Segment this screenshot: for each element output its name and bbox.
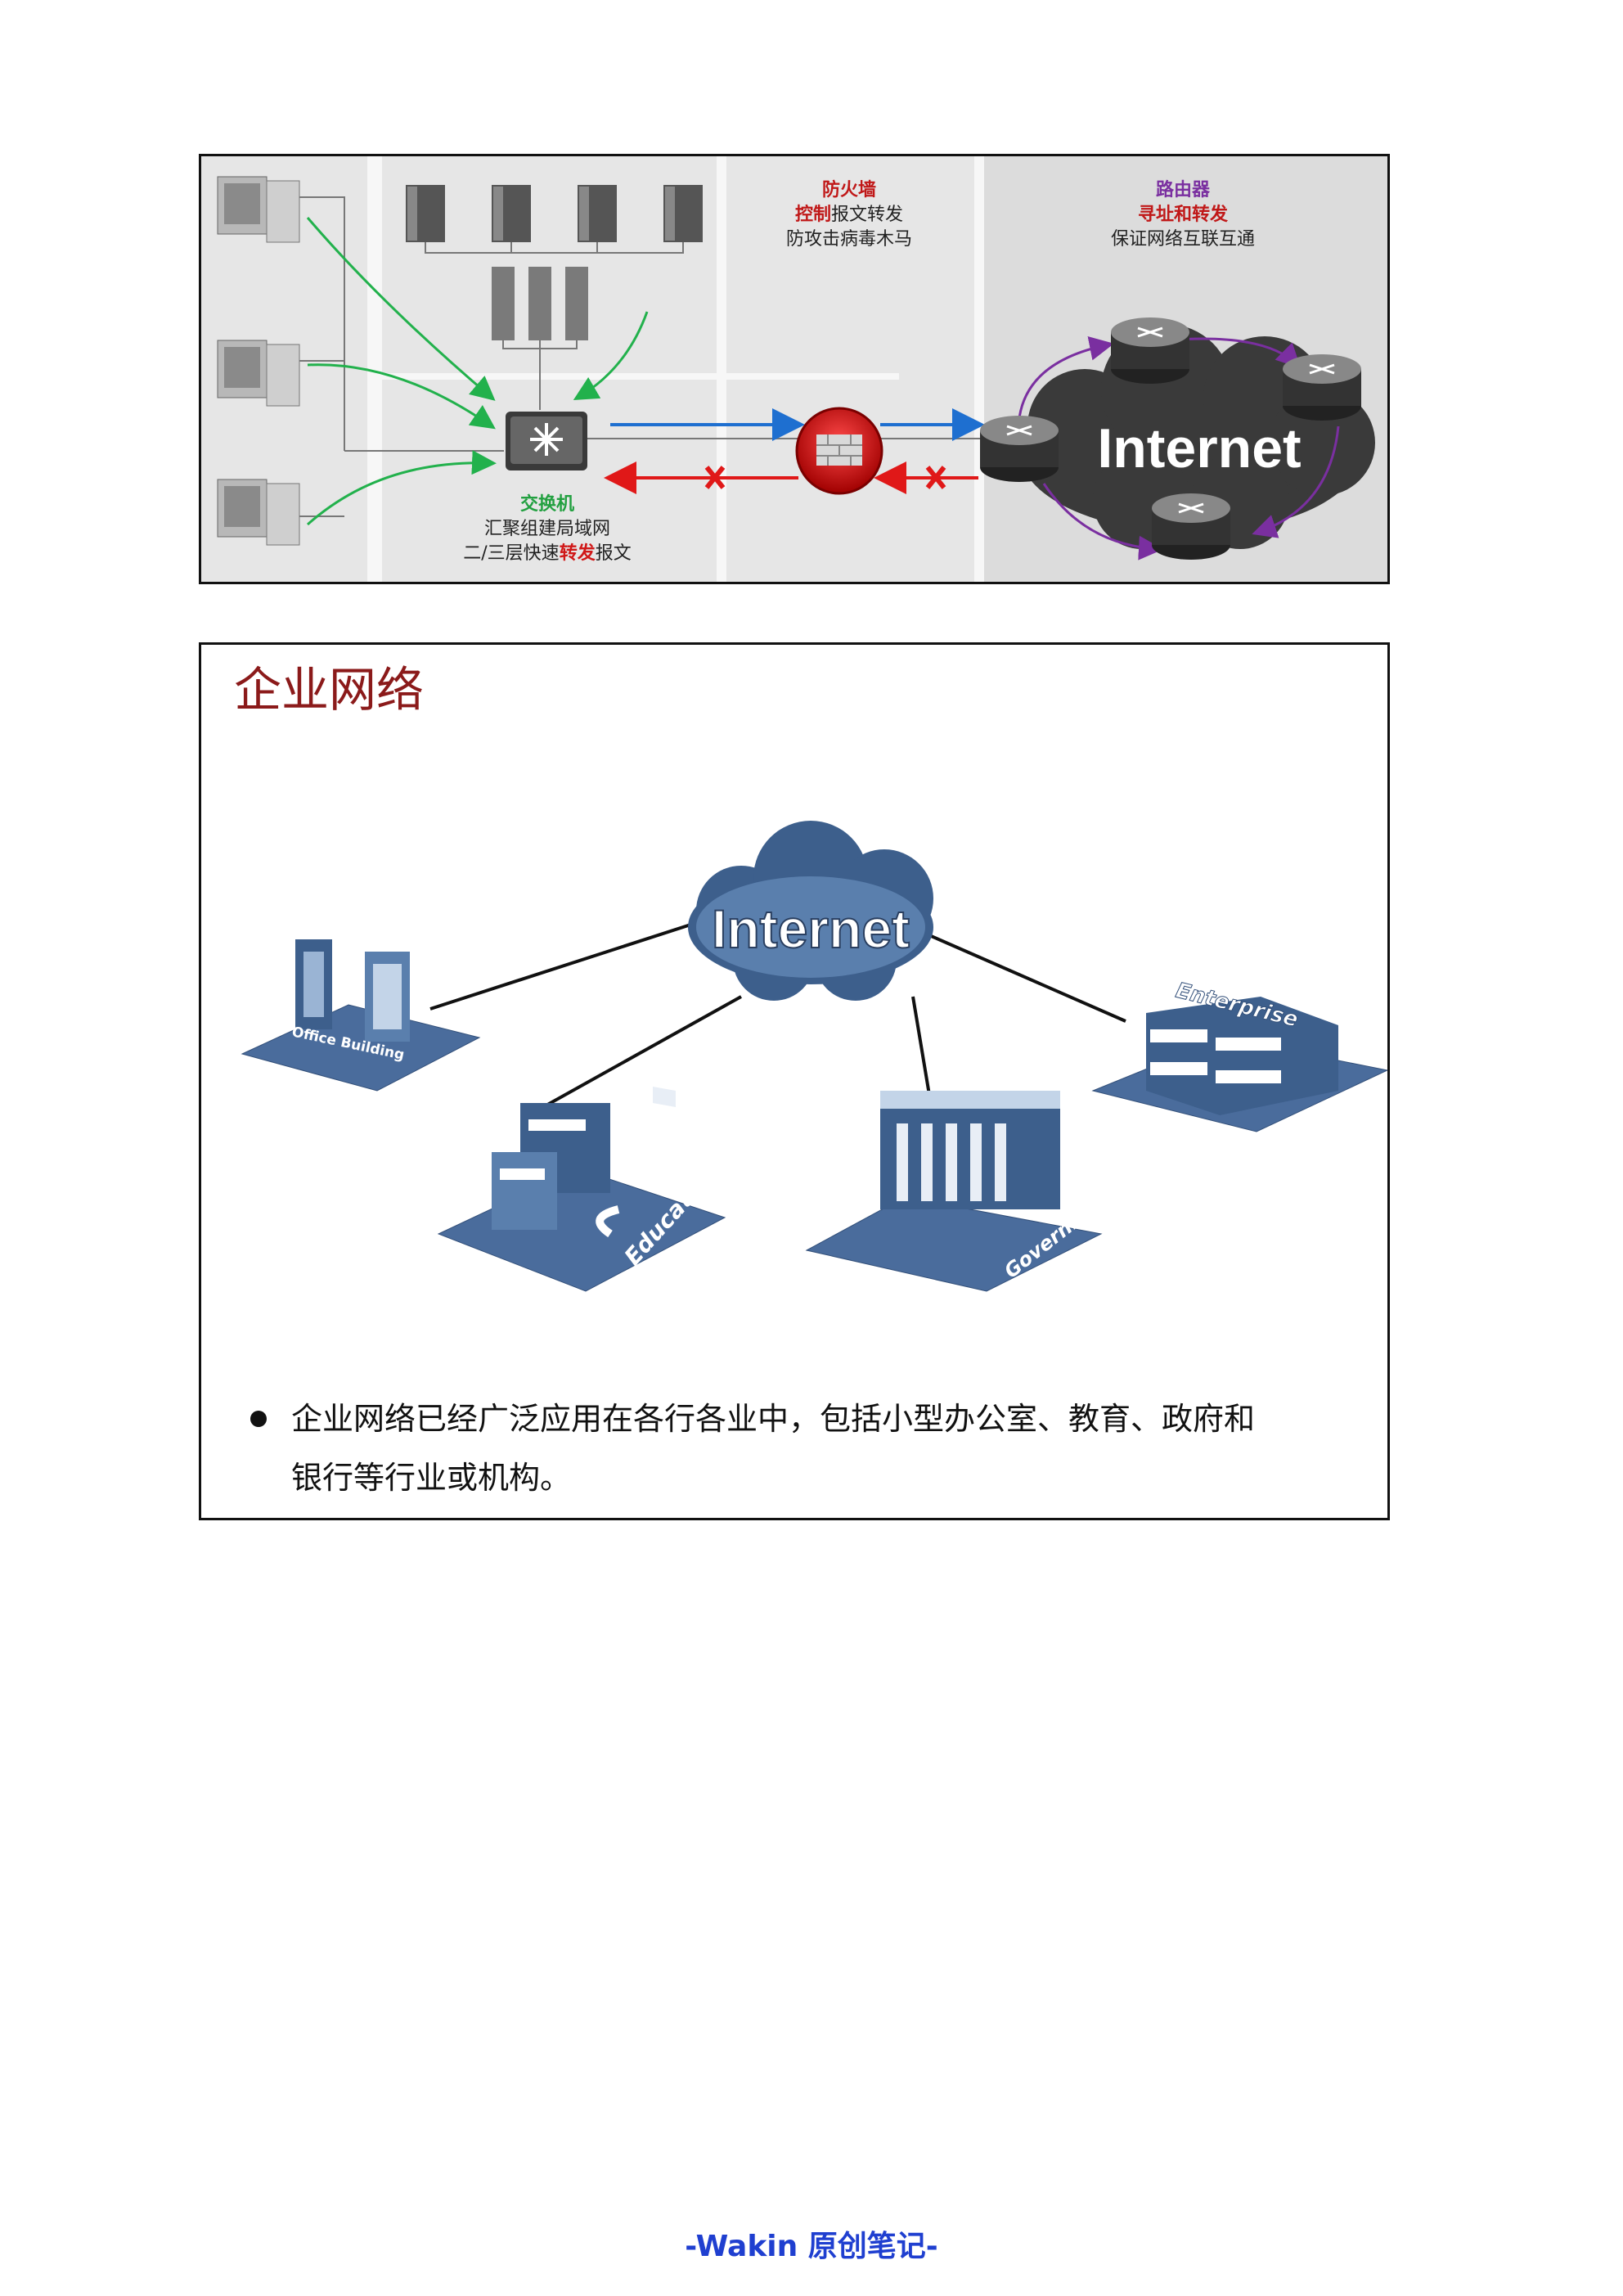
router-desc: 寻址和转发 <box>1138 204 1229 225</box>
server-icon <box>578 185 617 242</box>
router-title: 路由器 <box>1156 179 1211 200</box>
firewall-desc: 防攻击病毒木马 <box>786 229 912 250</box>
server-icon <box>492 185 531 242</box>
switch-desc: 二/三层快速转发报文 <box>463 542 631 564</box>
router-icon <box>1283 354 1361 421</box>
router-desc: 保证网络互联互通 <box>1111 229 1255 250</box>
enterprise-icon <box>1091 997 1387 1132</box>
pc-icon <box>217 176 300 243</box>
network-devices-figure: 交换机 汇聚组建局域网 二/三层快速转发报文 防火墙 控制报文转发 防攻击病毒木… <box>199 154 1390 584</box>
bullet-item: 企业网络已经广泛应用在各行各业中，包括小型办公室、教育、政府和 银行等行业或机构… <box>250 1389 1363 1507</box>
slide-title: 企业网络 <box>234 662 425 718</box>
firewall-title: 防火墙 <box>822 180 876 200</box>
router-icon <box>980 416 1059 482</box>
firewall-desc: 控制报文转发 <box>795 204 903 225</box>
bullet-icon <box>250 1411 267 1427</box>
blocked-icon <box>925 466 946 489</box>
internet-label: Internet <box>712 898 910 959</box>
router-icon <box>1152 493 1230 560</box>
enterprise-network-slide: Internet Office Building Education <box>199 642 1390 1520</box>
storage-icon <box>492 267 588 410</box>
page-footer: -Wakin 原创笔记- <box>685 2230 938 2263</box>
office-building-icon <box>241 939 481 1092</box>
enterprise-network-diagram: Internet Office Building Education <box>241 821 1387 1292</box>
blocked-icon <box>704 466 726 489</box>
internet-cloud-icon <box>688 821 933 1001</box>
pc-icon <box>217 340 300 407</box>
switch-desc: 汇聚组建局域网 <box>484 519 610 539</box>
network-devices-diagram: 交换机 汇聚组建局域网 二/三层快速转发报文 防火墙 控制报文转发 防攻击病毒木… <box>217 156 1387 582</box>
switch-icon <box>506 412 587 470</box>
internet-label: Internet <box>1097 417 1301 479</box>
bullet-text-line: 银行等行业或机构。 <box>291 1460 572 1496</box>
server-icon <box>406 185 445 242</box>
government-icon <box>805 1091 1103 1292</box>
bullet-text-line: 企业网络已经广泛应用在各行各业中，包括小型办公室、教育、政府和 <box>291 1401 1256 1437</box>
firewall-icon <box>795 407 883 495</box>
router-icon <box>1111 317 1189 384</box>
pc-icon <box>217 479 300 546</box>
education-icon <box>437 1087 726 1292</box>
server-icon <box>663 185 703 242</box>
switch-title: 交换机 <box>520 493 574 515</box>
